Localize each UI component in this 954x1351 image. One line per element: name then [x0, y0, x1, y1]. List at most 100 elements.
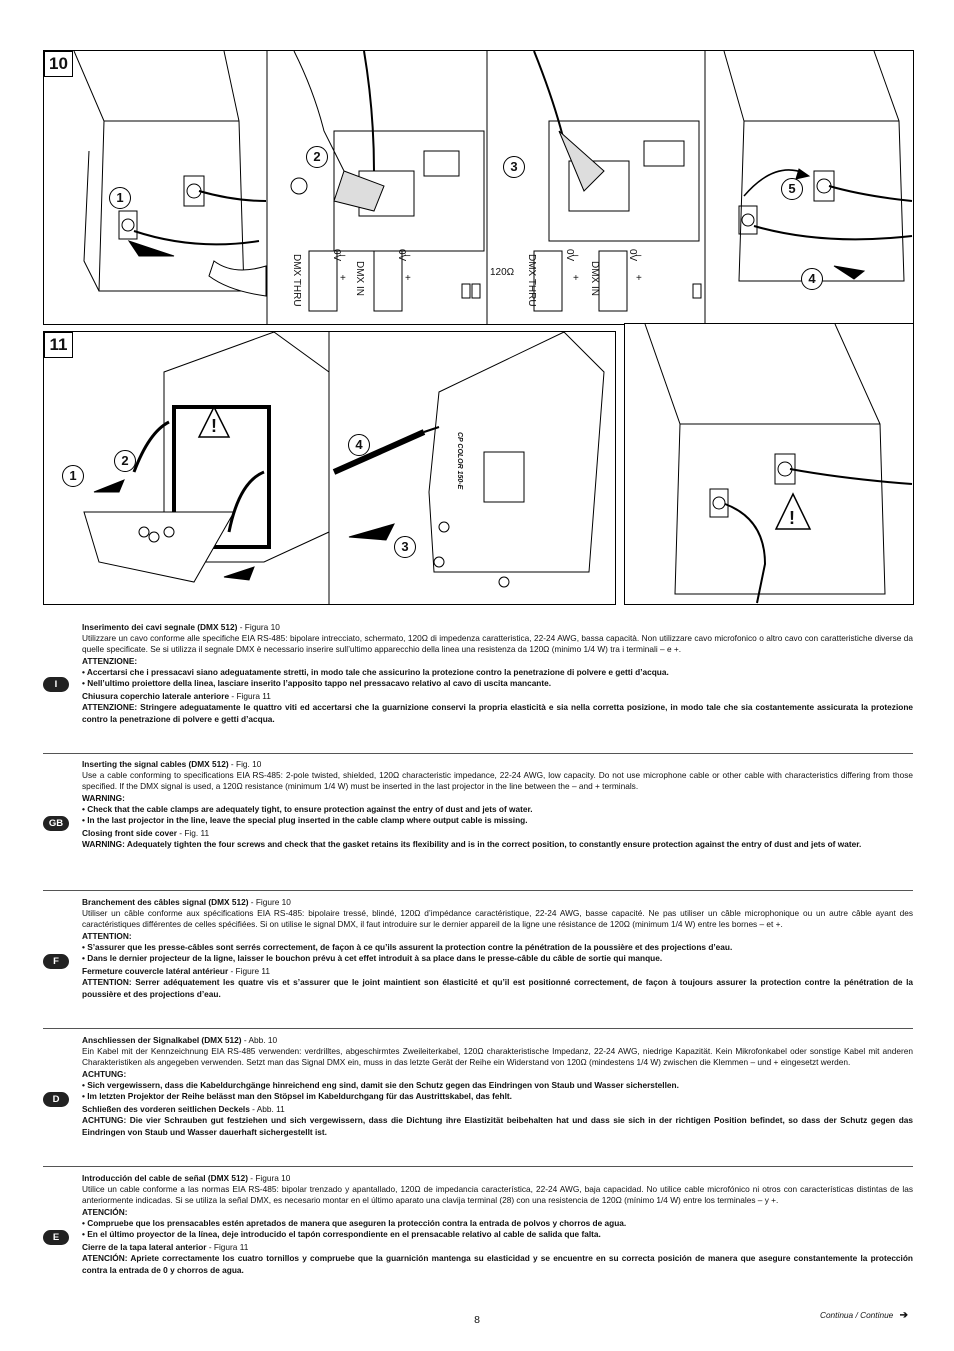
terminal-label-minus: −	[405, 251, 411, 262]
callout-3: 3	[394, 536, 416, 558]
warning-bullet: • Im letzten Projektor der Reihe belässt…	[82, 1091, 512, 1102]
continue-text: Continua / Continue	[819, 1310, 894, 1320]
section-body: Use a cable conforming to specifications…	[82, 770, 913, 792]
callout-4: 4	[348, 434, 370, 456]
figure-11-panel-3: !	[624, 323, 914, 605]
language-badge-german: D	[43, 1092, 69, 1107]
terminal-label-0v: 0V	[396, 249, 407, 262]
section-body: Utilizzare un cavo conforme alle specifi…	[82, 633, 913, 655]
terminal-label-dmx-thru: DMX THRU	[291, 254, 302, 307]
section-french: Branchement des câbles signal (DMX 512) …	[82, 897, 913, 1000]
figure-11-panel-3-drawing	[644, 324, 913, 604]
warning-bullet: • Check that the cable clamps are adequa…	[82, 803, 533, 814]
divider	[43, 753, 913, 754]
terminal-label-plus: +	[636, 273, 642, 284]
section-body: Utilice un cable conforme a las normas E…	[82, 1184, 913, 1206]
section-heading: Cierre de la tapa lateral anterior	[82, 1242, 207, 1253]
section-heading: Inserting the signal cables (DMX 512)	[82, 759, 229, 769]
section-body: ACHTUNG: Die vier Schrauben gut festzieh…	[82, 1115, 913, 1137]
divider	[43, 1028, 913, 1029]
terminal-label-plus: +	[340, 273, 346, 284]
callout-2: 2	[114, 450, 136, 472]
figure-ref: - Figura 10	[247, 1173, 291, 1183]
language-badge-english: GB	[43, 816, 69, 831]
section-italian: Inserimento dei cavi segnale (DMX 512) -…	[82, 622, 913, 725]
section-heading: Inserimento dei cavi segnale (DMX 512)	[82, 622, 238, 632]
figure-ref: - Figura 11	[229, 691, 271, 702]
continue-note: Continua / Continue ➔	[820, 1310, 908, 1321]
terminal-label-dmx-in: DMX IN	[354, 261, 365, 296]
section-body: ATTENZIONE: Stringere adeguatamente le q…	[82, 702, 913, 724]
callout-1: 1	[109, 187, 131, 209]
figure-11: 11 1 2 ! 4 3 CP COLOR 150-E	[43, 331, 616, 605]
figure-number: 11	[44, 332, 73, 358]
section-body: ATENCIÓN: Apriete correctamente los cuat…	[82, 1253, 913, 1275]
figure-ref: - Figure 10	[248, 897, 291, 907]
callout-5: 5	[781, 178, 803, 200]
terminal-label-0v: 0V	[331, 249, 342, 262]
terminal-label-minus: −	[573, 251, 579, 262]
section-body: Ein Kabel mit der Kennzeichnung EIA RS-4…	[82, 1046, 913, 1068]
section-heading: Branchement des câbles signal (DMX 512)	[82, 897, 249, 907]
warning-label: ACHTUNG:	[82, 1068, 127, 1079]
language-badge-italian: I	[43, 677, 69, 692]
warning-bullet: • In the last projector in the line, lea…	[82, 815, 528, 826]
terminal-label-minus: −	[636, 251, 642, 262]
terminal-label-minus: −	[340, 251, 346, 262]
language-badge-french: F	[43, 954, 69, 969]
section-body: ATTENTION: Serrer adéquatement les quatr…	[82, 977, 913, 999]
section-heading: Fermeture couvercle latéral antérieur	[82, 966, 229, 977]
section-body: Utiliser un câble conforme aux spécifica…	[82, 908, 913, 930]
language-badge-spanish: E	[43, 1230, 69, 1245]
section-spanish: Introducción del cable de señal (DMX 512…	[82, 1173, 913, 1276]
callout-2: 2	[306, 146, 328, 168]
projector-model-label: CP COLOR 150-E	[456, 432, 463, 490]
warning-bullet: • S’assurer que les presse-câbles sont s…	[82, 941, 733, 952]
section-heading: Closing front side cover	[82, 828, 177, 839]
resistor-label: 120Ω	[490, 267, 515, 278]
figure-ref: - Abb. 11	[249, 1104, 285, 1115]
section-heading: Schließen des vorderen seitlichen Deckel…	[82, 1104, 250, 1115]
warning-bullet: • En el último proyector de la línea, de…	[82, 1229, 601, 1240]
section-heading: Introducción del cable de señal (DMX 512…	[82, 1173, 248, 1183]
warning-label: ATENCIÓN:	[82, 1206, 128, 1217]
warning-bullet: • Accertarsi che i pressacavi siano adeg…	[82, 666, 669, 677]
figure-ref: - Figura 10	[237, 622, 280, 632]
terminal-label-dmx-thru: DMX THRU	[526, 254, 537, 307]
page-number: 8	[474, 1314, 480, 1326]
warning-label: ATTENZIONE:	[82, 655, 138, 666]
terminal-label-dmx-in: DMX IN	[589, 261, 600, 296]
warning-label: WARNING:	[82, 792, 125, 803]
figure-ref: - Fig. 11	[176, 828, 210, 839]
callout-1: 1	[62, 465, 84, 487]
section-german: Anschliessen der Signalkabel (DMX 512) -…	[82, 1035, 913, 1138]
section-body: WARNING: Adequately tighten the four scr…	[82, 839, 862, 850]
terminal-label-0v: 0V	[627, 249, 638, 262]
terminal-label-plus: +	[405, 273, 411, 284]
section-heading: Anschliessen der Signalkabel (DMX 512)	[82, 1035, 242, 1045]
divider	[43, 1166, 913, 1167]
figure-ref: - Abb. 10	[241, 1035, 278, 1045]
warning-icon: !	[211, 416, 217, 436]
terminal-label-plus: +	[573, 273, 579, 284]
callout-4: 4	[801, 268, 823, 290]
figure-ref: - Figure 11	[228, 966, 270, 977]
warning-label: ATTENTION:	[82, 930, 132, 941]
arrow-right-icon: ➔	[899, 1310, 908, 1321]
warning-bullet: • Sich vergewissern, dass die Kabeldurch…	[82, 1079, 679, 1090]
figure-10-drawing	[73, 51, 913, 324]
terminal-label-0v: 0V	[564, 249, 575, 262]
callout-3: 3	[503, 156, 525, 178]
warning-bullet: • Compruebe que los prensacables estén a…	[82, 1217, 627, 1228]
warning-icon: !	[789, 508, 795, 528]
figure-10: 10	[43, 50, 914, 325]
section-english: Inserting the signal cables (DMX 512) - …	[82, 759, 913, 851]
figure-11-drawing	[83, 332, 605, 604]
warning-bullet: • Dans le dernier projecteur de la ligne…	[82, 953, 663, 964]
figure-ref: - Figura 11	[206, 1242, 249, 1253]
divider	[43, 890, 913, 891]
section-heading: Chiusura coperchio laterale anteriore	[82, 691, 230, 702]
figure-number: 10	[44, 51, 73, 77]
figure-ref: - Fig. 10	[228, 759, 262, 769]
warning-bullet: • Nell’ultimo proiettore della linea, la…	[82, 678, 552, 689]
